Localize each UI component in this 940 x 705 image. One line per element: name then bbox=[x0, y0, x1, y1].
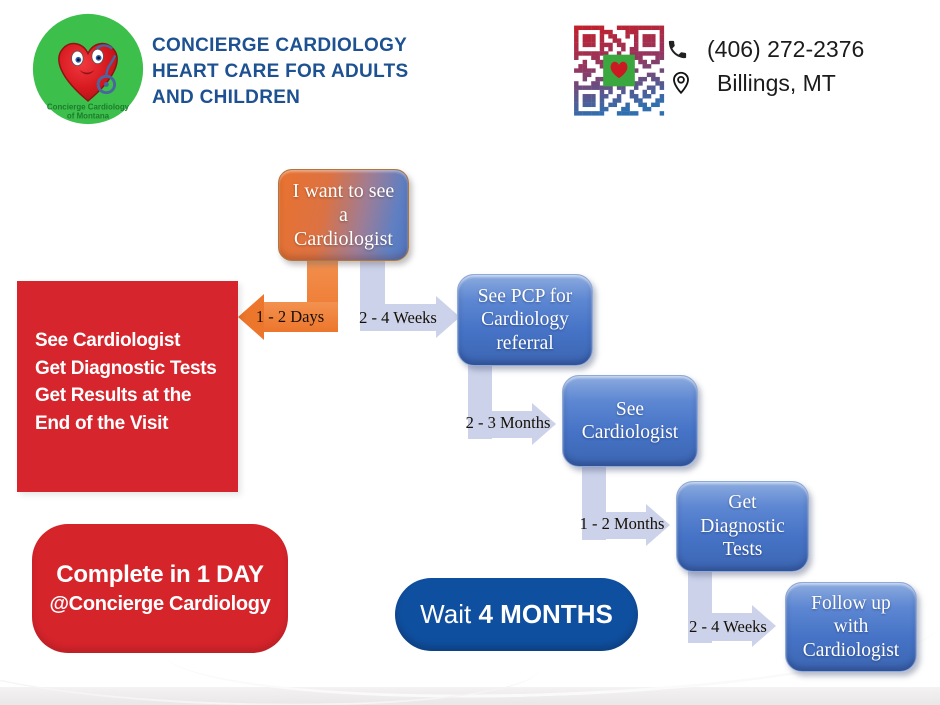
concierge-result-box: See Cardiologist Get Diagnostic Tests Ge… bbox=[17, 281, 238, 492]
qr-code bbox=[571, 23, 667, 118]
arrow-label-step2: 2 - 3 Months bbox=[465, 413, 551, 432]
lavender-connector-horizontal bbox=[360, 304, 436, 331]
wait-label: Wait bbox=[420, 599, 472, 629]
arrowhead-right-icon bbox=[752, 605, 776, 647]
arrow-label-step1: 2 - 4 Weeks bbox=[359, 308, 437, 327]
phone-icon bbox=[668, 40, 687, 59]
arrowhead-right-icon bbox=[436, 296, 460, 338]
complete-in-1-day-badge: Complete in 1 DAY @Concierge Cardiology bbox=[32, 524, 288, 653]
logo-text-line2: of Montana bbox=[67, 111, 110, 120]
bottom-band bbox=[0, 687, 940, 705]
wait-4-months-badge: Wait 4 MONTHS bbox=[395, 578, 638, 651]
orange-arrowhead-left-icon bbox=[238, 294, 264, 340]
logo-text-line1: Concierge Cardiology bbox=[47, 103, 130, 112]
wait-value: 4 MONTHS bbox=[478, 599, 613, 629]
stethoscope-icon bbox=[95, 44, 117, 95]
complete-badge-line2: @Concierge Cardiology bbox=[49, 593, 271, 615]
clinic-logo: Concierge Cardiology of Montana bbox=[32, 13, 144, 125]
arrow-label-step3: 1 - 2 Months bbox=[579, 514, 665, 533]
arrowhead-right-icon bbox=[532, 403, 556, 445]
orange-connector-horizontal bbox=[264, 302, 338, 332]
lavender-connector-horizontal bbox=[582, 512, 646, 539]
location-pin-icon bbox=[673, 71, 689, 95]
concierge-result-text: See Cardiologist Get Diagnostic Tests Ge… bbox=[35, 330, 217, 434]
lavender-connector-horizontal bbox=[688, 613, 752, 641]
qr-heart-icon bbox=[610, 61, 628, 79]
flow-box-see-cardiologist: See Cardiologist bbox=[562, 375, 698, 467]
lavender-connector-horizontal bbox=[468, 411, 532, 438]
complete-badge-line1: Complete in 1 DAY bbox=[56, 561, 264, 588]
flow-box-follow-up: Follow up with Cardiologist bbox=[785, 582, 917, 672]
flow-box-pcp-referral: See PCP for Cardiology referral bbox=[457, 274, 593, 366]
location-text: Billings, MT bbox=[717, 70, 836, 96]
arrow-label-days: 1 - 2 Days bbox=[255, 307, 325, 326]
arrowhead-right-icon bbox=[646, 504, 670, 546]
flow-box-diagnostic-tests: Get Diagnostic Tests bbox=[676, 481, 809, 572]
clinic-title: CONCIERGE CARDIOLOGY HEART CARE FOR ADUL… bbox=[152, 35, 409, 109]
arrow-label-step4: 2 - 4 Weeks bbox=[689, 617, 767, 636]
flow-start-box: I want to see a Cardiologist bbox=[278, 169, 409, 261]
phone-number: (406) 272-2376 bbox=[707, 36, 865, 62]
